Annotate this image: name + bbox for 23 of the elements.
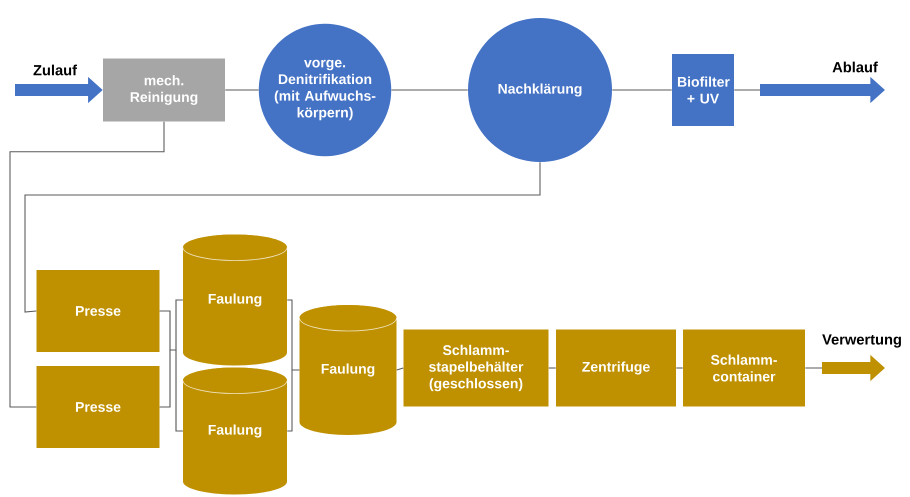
- connector-line: [225, 89, 258, 91]
- process-box: Schlamm- stapelbehälter (geschlossen): [404, 330, 548, 406]
- tank-cylinder: Faulung: [182, 368, 288, 494]
- connector-line: [548, 367, 556, 369]
- connector-line: [287, 369, 300, 432]
- connector-line: [9, 122, 165, 408]
- process-box: Presse: [36, 270, 160, 352]
- connector-line: [24, 162, 541, 313]
- tank-cylinder: Faulung: [299, 305, 397, 435]
- tank-cylinder: Faulung: [182, 234, 288, 366]
- process-box: Schlamm- container: [683, 330, 805, 406]
- process-box: mech. Reinigung: [103, 58, 225, 122]
- process-box: Zentrifuge: [556, 330, 676, 406]
- edge-label: Verwertung: [820, 333, 904, 349]
- process-box: Biofilter + UV: [672, 54, 734, 126]
- process-box: Presse: [36, 366, 160, 448]
- connector-line: [160, 349, 183, 432]
- connector-line: [396, 368, 404, 371]
- connector-line: [392, 89, 468, 91]
- connector-line: [612, 89, 672, 91]
- connector-line: [676, 367, 683, 369]
- edge-label: Ablauf: [830, 60, 880, 74]
- edge-label: Zulauf: [32, 63, 78, 77]
